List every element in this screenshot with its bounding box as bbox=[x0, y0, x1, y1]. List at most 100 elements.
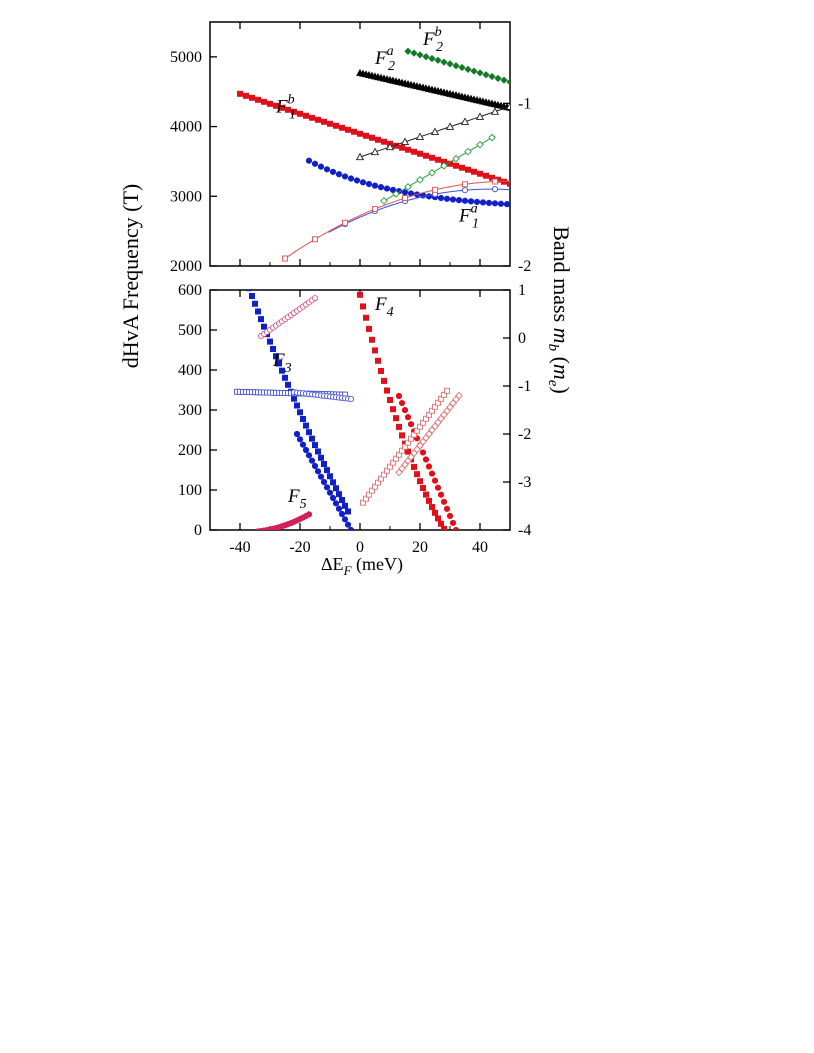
y-left-tick-label: 100 bbox=[178, 482, 202, 499]
data-point bbox=[426, 411, 432, 418]
data-point bbox=[344, 126, 351, 133]
data-point bbox=[375, 479, 381, 486]
curve-label-sub: 5 bbox=[300, 497, 307, 512]
data-point bbox=[402, 195, 408, 202]
y-left-tick-label: 5000 bbox=[170, 49, 202, 66]
data-point bbox=[490, 107, 500, 115]
data-point bbox=[305, 429, 312, 436]
bottom-series bbox=[234, 278, 463, 541]
data-point bbox=[488, 72, 496, 81]
data-point bbox=[407, 421, 415, 428]
data-point bbox=[408, 435, 414, 442]
data-point bbox=[314, 468, 322, 475]
data-point bbox=[447, 536, 452, 541]
data-point bbox=[341, 173, 349, 180]
data-point bbox=[414, 427, 420, 434]
series-bottom-0 bbox=[243, 278, 351, 515]
series-top-5 bbox=[282, 178, 510, 262]
y-left-tick-label: 3000 bbox=[170, 188, 202, 205]
data-point bbox=[464, 166, 471, 173]
data-point bbox=[462, 181, 468, 188]
data-point bbox=[440, 525, 447, 530]
data-point bbox=[401, 189, 409, 196]
data-point bbox=[404, 146, 411, 153]
curve-label-base: F bbox=[275, 97, 288, 118]
data-point bbox=[311, 442, 318, 449]
data-point bbox=[342, 219, 348, 226]
data-point bbox=[432, 186, 438, 193]
data-point bbox=[305, 452, 313, 459]
data-point bbox=[329, 479, 336, 486]
data-point bbox=[404, 448, 411, 455]
data-point bbox=[249, 293, 256, 300]
data-point bbox=[257, 316, 264, 323]
data-point bbox=[415, 132, 425, 141]
y-right-open: ( bbox=[549, 351, 574, 364]
data-point bbox=[497, 200, 505, 207]
data-point bbox=[320, 478, 328, 486]
data-point bbox=[360, 499, 366, 506]
data-point bbox=[332, 500, 340, 507]
data-point bbox=[399, 447, 405, 454]
data-point bbox=[299, 415, 306, 422]
data-point bbox=[249, 94, 256, 101]
data-point bbox=[429, 407, 435, 414]
data-point bbox=[332, 485, 339, 492]
data-point bbox=[296, 409, 303, 416]
data-point bbox=[317, 454, 324, 461]
curve-label-base: F bbox=[422, 29, 435, 50]
data-point bbox=[435, 399, 441, 406]
y-left-tick-label: 600 bbox=[178, 282, 202, 299]
data-point bbox=[405, 439, 411, 446]
data-point bbox=[243, 278, 248, 283]
data-point bbox=[428, 503, 435, 510]
data-point bbox=[506, 78, 510, 86]
data-point bbox=[290, 395, 297, 402]
data-point bbox=[320, 461, 327, 468]
data-point bbox=[359, 303, 366, 310]
data-point bbox=[445, 122, 455, 130]
data-point bbox=[293, 402, 300, 409]
curve-label-sub: 4 bbox=[387, 305, 394, 320]
data-point bbox=[237, 90, 244, 97]
data-point bbox=[422, 152, 429, 159]
curve-label-base: F bbox=[287, 486, 300, 507]
data-point bbox=[452, 526, 460, 530]
data-point bbox=[338, 510, 346, 518]
series-line bbox=[383, 135, 496, 202]
y-right-unit-sub: e bbox=[545, 380, 561, 387]
curve-label-sup: a bbox=[387, 44, 394, 59]
data-point bbox=[441, 391, 447, 398]
data-point bbox=[460, 117, 470, 125]
data-point bbox=[455, 391, 463, 400]
data-point bbox=[335, 171, 343, 178]
data-point bbox=[417, 423, 423, 430]
data-point bbox=[383, 185, 391, 192]
data-point bbox=[290, 108, 297, 115]
data-point bbox=[269, 345, 276, 352]
data-point bbox=[246, 290, 253, 292]
data-point bbox=[506, 180, 510, 187]
series-top-1 bbox=[305, 157, 510, 208]
data-point bbox=[440, 498, 448, 505]
data-point bbox=[422, 491, 429, 498]
y-right-var: m bbox=[549, 328, 574, 344]
data-point bbox=[380, 197, 388, 205]
data-point bbox=[393, 455, 399, 462]
y-right-tick-label: 0 bbox=[518, 330, 526, 347]
data-point bbox=[398, 432, 405, 439]
data-point bbox=[374, 357, 381, 364]
data-point bbox=[260, 323, 267, 330]
data-point bbox=[452, 154, 460, 163]
data-point bbox=[392, 190, 400, 198]
data-point bbox=[438, 395, 444, 402]
data-point bbox=[296, 110, 303, 117]
data-point bbox=[387, 463, 393, 470]
